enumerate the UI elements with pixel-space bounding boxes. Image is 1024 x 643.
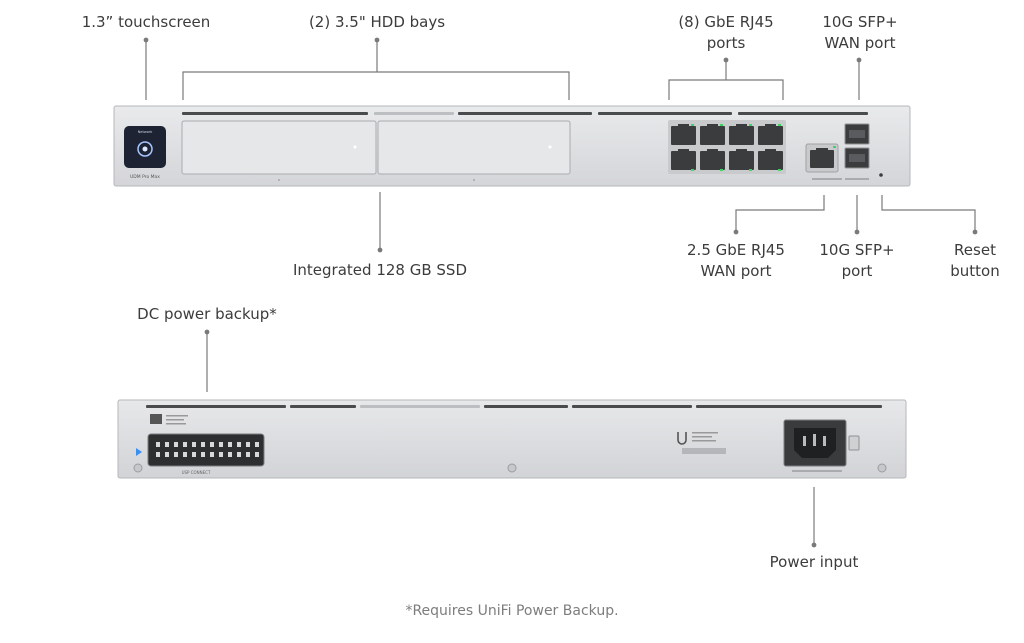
sfp-wan-port[interactable] [844, 123, 870, 145]
dc-pin [201, 442, 205, 447]
rj45-port[interactable] [729, 149, 754, 171]
dc-pin [201, 452, 205, 457]
reset-leader [881, 195, 976, 232]
label-ssd: Integrated 128 GB SSD [293, 261, 467, 279]
footnote: *Requires UniFi Power Backup. [405, 603, 619, 619]
dc-pin [192, 452, 196, 457]
dc-pin [183, 442, 187, 447]
dc-pin [156, 452, 160, 457]
label-sfp-wan: 10G SFP+ WAN port [822, 13, 898, 52]
rj45-port[interactable] [758, 149, 783, 171]
reset-button[interactable] [879, 173, 883, 177]
wan-25-port[interactable] [805, 143, 839, 173]
ubiquiti-logo [677, 432, 687, 445]
dc-pin [165, 452, 169, 457]
rj45-port[interactable] [758, 124, 783, 145]
label-sfp-port: 10G SFP+ port [819, 241, 895, 280]
front-panel: Network UDM Pro Max [113, 105, 911, 187]
power-input-socket[interactable] [783, 419, 847, 467]
label-touchscreen: 1.3” touchscreen [81, 13, 211, 31]
dc-pin [165, 442, 169, 447]
hdd-bracket [182, 71, 570, 100]
dc-pin [210, 442, 214, 447]
dc-power-backup-connector[interactable] [147, 433, 265, 467]
dc-pin [210, 452, 214, 457]
model-text: UDM Pro Max [130, 174, 160, 180]
label-hdd-bays: (2) 3.5" HDD bays [308, 13, 446, 31]
dc-pin [228, 452, 232, 457]
label-power-input: Power input [769, 553, 859, 571]
sfp-port[interactable] [844, 147, 870, 169]
rj45-port[interactable] [729, 124, 754, 145]
rj45-port[interactable] [671, 124, 696, 145]
dc-pin [174, 442, 178, 447]
dc-pin [192, 442, 196, 447]
rj45-port[interactable] [671, 149, 696, 171]
dc-pin [156, 442, 160, 447]
label-dc-backup: DC power backup* [137, 305, 277, 323]
hdd-bay-2[interactable] [377, 120, 571, 175]
dc-pin [237, 442, 241, 447]
touchscreen[interactable]: Network [124, 126, 166, 168]
label-reset: Reset button [950, 241, 1000, 280]
label-wan-25: 2.5 GbE RJ45 WAN port [687, 241, 785, 280]
rj45-port[interactable] [700, 149, 725, 171]
rj45-port[interactable] [700, 124, 725, 145]
dc-pin [246, 442, 250, 447]
connector-text: USP CONNECT [182, 470, 211, 475]
dc-pin [255, 442, 259, 447]
dc-pin [219, 452, 223, 457]
gbe-ports [668, 120, 786, 174]
wan25-leader [735, 195, 825, 232]
label-gbe-ports: (8) GbE RJ45 ports [678, 13, 774, 52]
gbe-bracket [668, 79, 784, 100]
dc-pin [255, 452, 259, 457]
rear-panel: USP CONNECT [117, 399, 907, 479]
dc-pin [237, 452, 241, 457]
dc-pin [219, 442, 223, 447]
screen-text: Network [138, 130, 154, 134]
hdd-bay-1[interactable] [181, 120, 377, 175]
dc-pin [246, 452, 250, 457]
dc-pin [174, 452, 178, 457]
dc-pin [228, 442, 232, 447]
dc-pin [183, 452, 187, 457]
